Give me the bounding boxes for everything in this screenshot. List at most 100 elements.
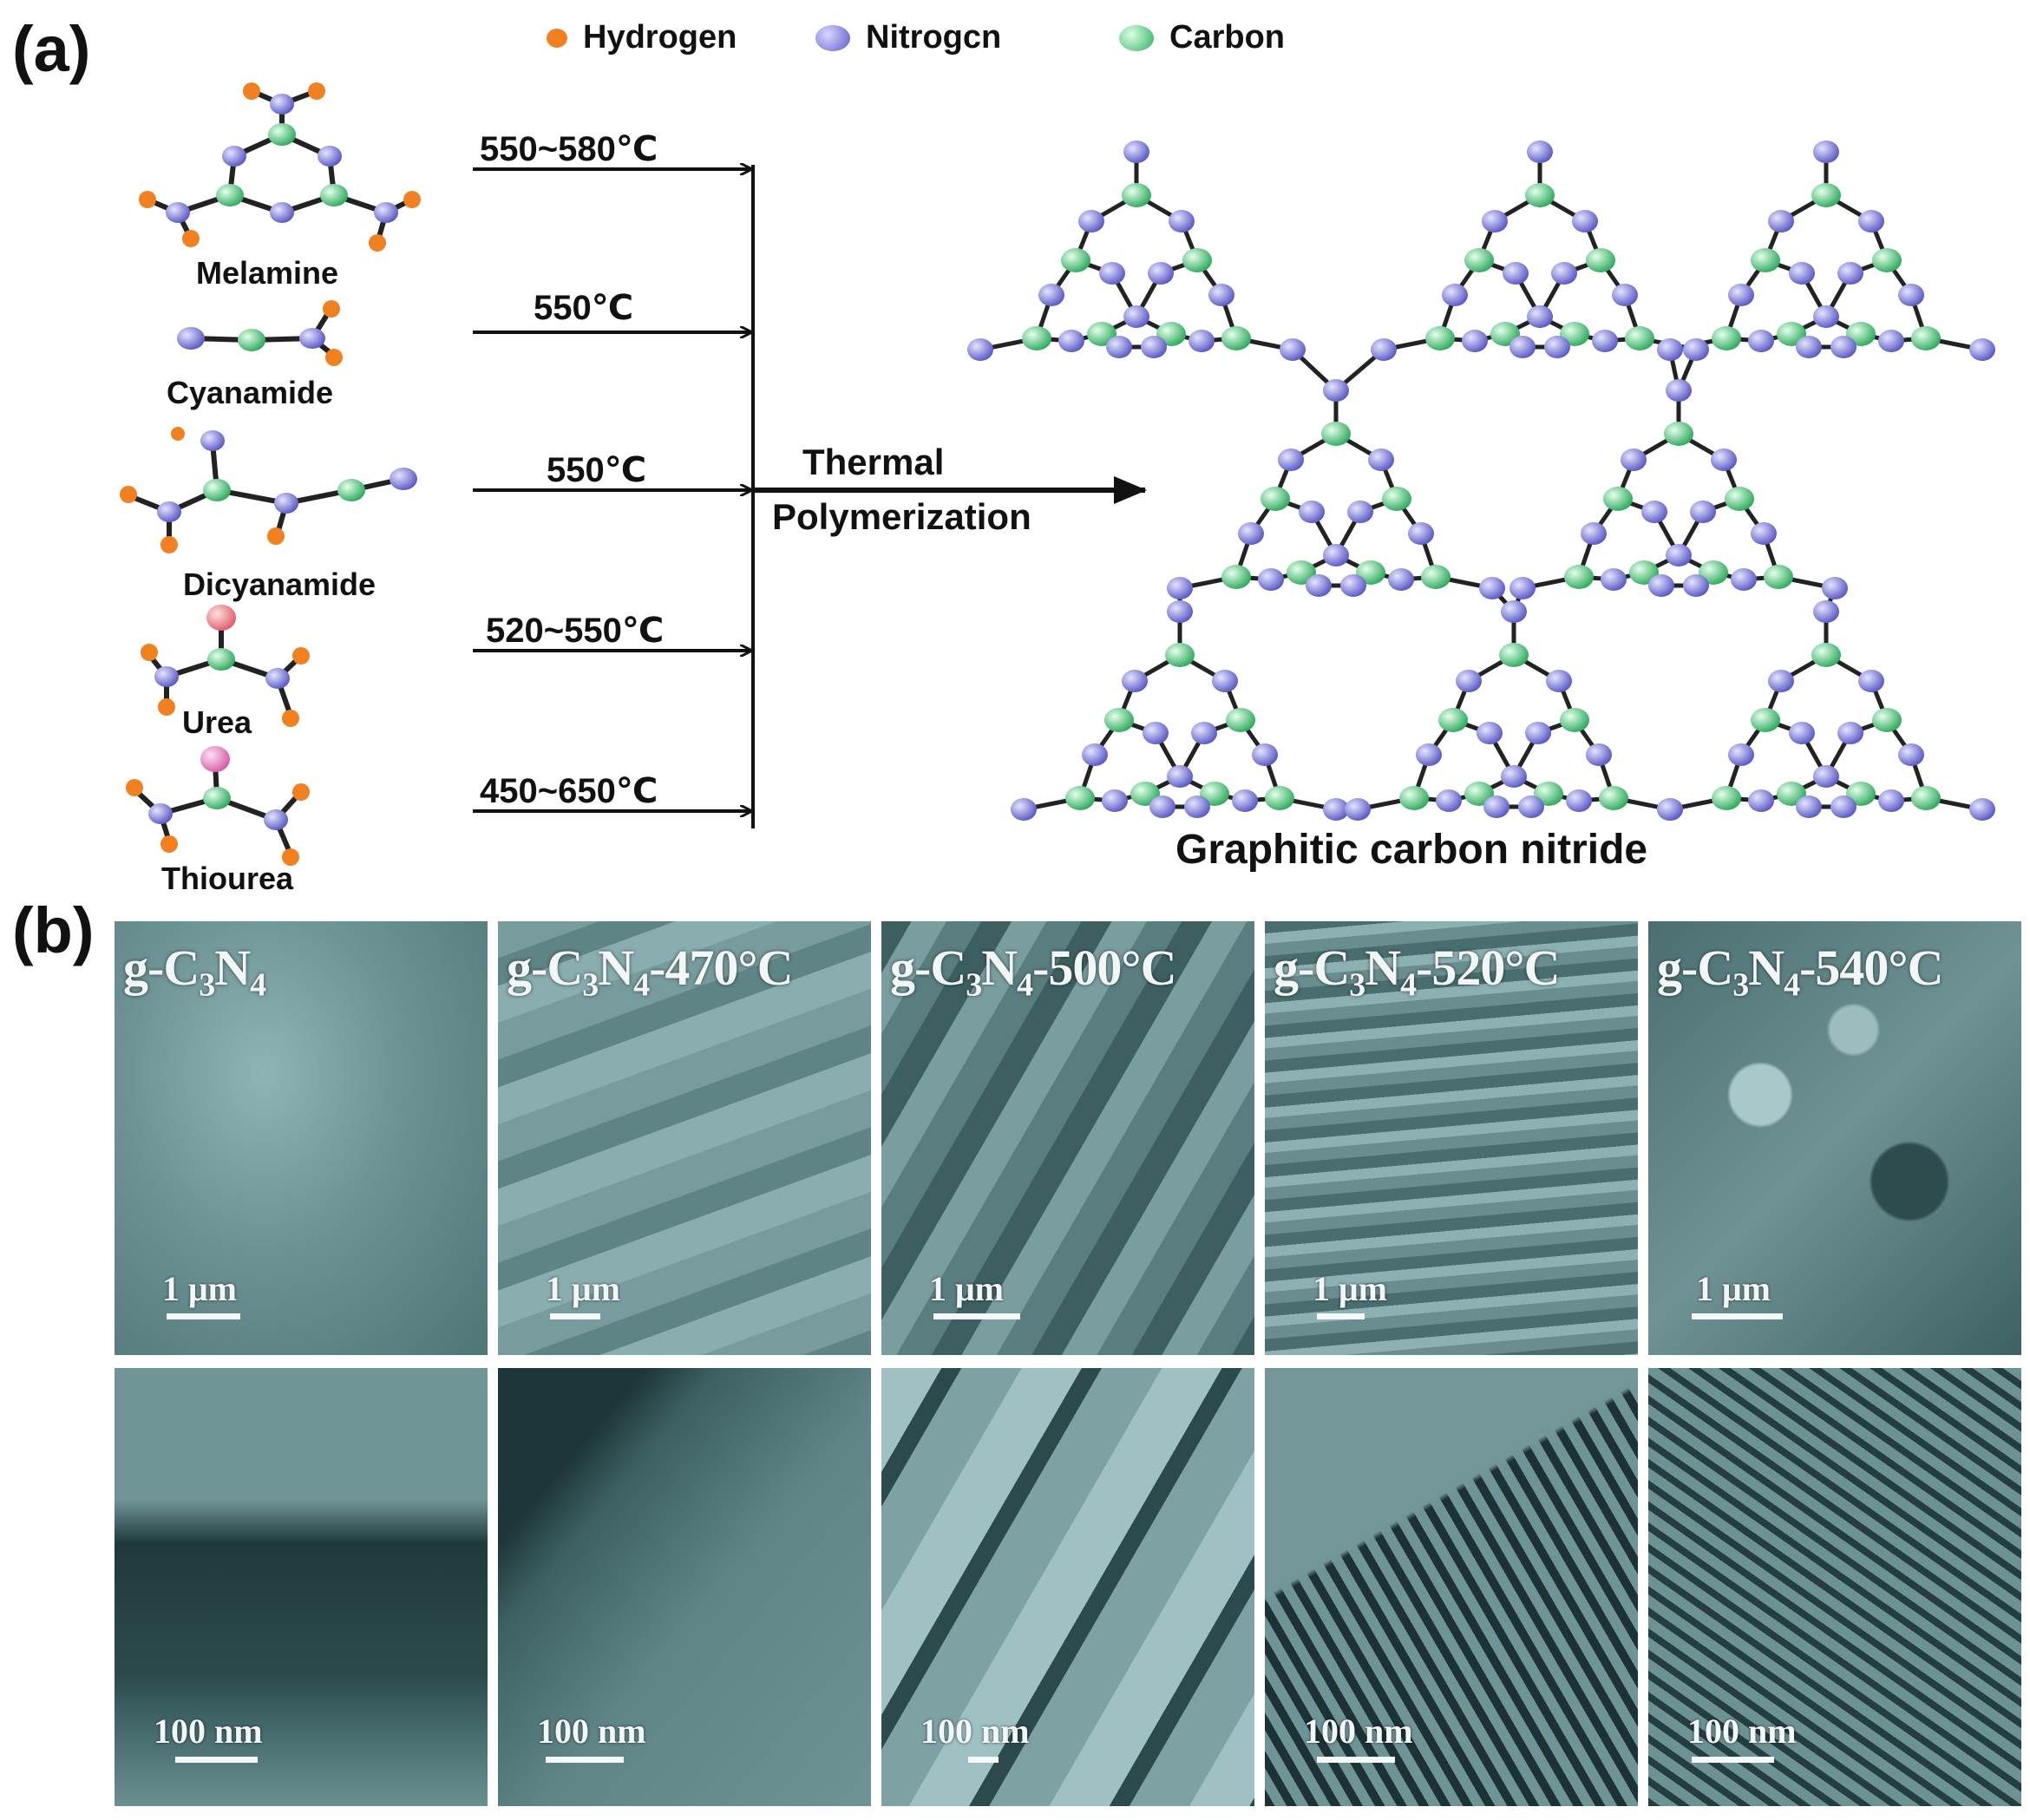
network-carbon-atom	[1265, 786, 1294, 810]
network-carbon-atom	[1712, 326, 1741, 350]
network-nitrogen-atom	[1813, 305, 1839, 328]
nitrogen-dot	[815, 24, 850, 51]
network-nitrogen-atom	[1169, 210, 1195, 232]
precursor-cyanamide: Cyanamide	[167, 375, 333, 410]
temp-cyanamide: 550℃	[534, 289, 633, 327]
scale-label: 100 nm	[920, 1712, 1030, 1751]
network-nitrogen-atom	[1837, 722, 1863, 744]
legend-hydrogen: Hydrogen	[547, 19, 737, 56]
network-nitrogen-atom	[1796, 336, 1822, 358]
network-nitrogen-atom	[1482, 210, 1508, 232]
network-nitrogen-atom	[1278, 448, 1304, 471]
network-nitrogen-atom	[1731, 568, 1757, 591]
sem-image-1: g-C3N4 1 μm	[113, 920, 489, 1357]
network-nitrogen-atom	[1167, 600, 1193, 623]
network-nitrogen-atom	[1572, 210, 1598, 232]
tem-image-4: 100 nm	[1263, 1366, 1640, 1808]
network-carbon-atom	[1525, 183, 1555, 207]
network-nitrogen-atom	[1509, 336, 1536, 358]
network-nitrogen-atom	[1822, 577, 1848, 599]
network-nitrogen-atom	[1011, 798, 1037, 821]
network-nitrogen-atom	[1858, 670, 1884, 692]
temp-melamine: 550~580℃	[480, 130, 658, 168]
network-nitrogen-atom	[1442, 284, 1468, 306]
network-nitrogen-atom	[1462, 330, 1488, 352]
network-nitrogen-atom	[1748, 330, 1774, 352]
network-nitrogen-atom	[1184, 795, 1210, 818]
scale-label: 100 nm	[537, 1712, 646, 1751]
network-carbon-atom	[1664, 422, 1693, 446]
network-nitrogen-atom	[1258, 568, 1284, 591]
network-carbon-atom	[1321, 422, 1351, 446]
network-nitrogen-atom	[1148, 262, 1174, 285]
network-nitrogen-atom	[1898, 284, 1924, 306]
network-nitrogen-atom	[1408, 522, 1434, 545]
network-carbon-atom	[1911, 326, 1941, 350]
scale-bar	[546, 1757, 624, 1763]
network-nitrogen-atom	[1525, 722, 1551, 744]
scale-bar	[1692, 1313, 1783, 1319]
network-nitrogen-atom	[1878, 330, 1904, 352]
sample-label: g-C3N4-500°C	[890, 939, 1177, 1004]
network-carbon-atom	[1221, 565, 1251, 589]
network-nitrogen-atom	[1299, 501, 1325, 523]
network-nitrogen-atom	[1878, 789, 1904, 812]
network-nitrogen-atom	[1371, 338, 1397, 361]
dicyanamide-atoms	[120, 427, 417, 553]
scale-label: 1 μm	[546, 1269, 620, 1308]
network-carbon-atom	[1811, 643, 1841, 667]
network-nitrogen-atom	[1323, 544, 1349, 566]
network-nitrogen-atom	[1527, 141, 1553, 163]
tem-image-2: 100 nm	[496, 1366, 873, 1808]
network-nitrogen-atom	[1683, 574, 1709, 597]
sample-label: g-C3N4	[123, 939, 266, 1004]
network-nitrogen-atom	[1058, 330, 1084, 352]
network-nitrogen-atom	[1106, 336, 1132, 358]
sem-image-5: g-C3N4-540°C 1 μm	[1647, 920, 2023, 1357]
network-nitrogen-atom	[1082, 743, 1108, 766]
network-nitrogen-atom	[1813, 600, 1839, 623]
network-nitrogen-atom	[1479, 577, 1505, 599]
network-carbon-atom	[1586, 248, 1615, 272]
network-nitrogen-atom	[1728, 284, 1754, 306]
tem-image-1: 100 nm	[113, 1366, 489, 1808]
scale-label: 1 μm	[162, 1269, 237, 1308]
precursor-dicyanamide: Dicyanamide	[183, 566, 376, 602]
network-carbon-atom	[1625, 326, 1654, 350]
network-carbon-atom	[1764, 565, 1793, 589]
legend-hydrogen-label: Hydrogen	[583, 19, 737, 56]
network-carbon-atom	[1261, 487, 1290, 511]
network-nitrogen-atom	[1813, 141, 1839, 163]
network-nitrogen-atom	[1509, 577, 1536, 599]
sem-image-4: g-C3N4-520°C 1 μm	[1263, 920, 1640, 1357]
network-nitrogen-atom	[1143, 722, 1169, 744]
network-carbon-atom	[1603, 487, 1633, 511]
network-nitrogen-atom	[1503, 262, 1529, 285]
network-nitrogen-atom	[1837, 262, 1863, 285]
network-carbon-atom	[1399, 786, 1429, 810]
network-nitrogen-atom	[1232, 789, 1258, 812]
network-carbon-atom	[1599, 786, 1628, 810]
network-carbon-atom	[1438, 708, 1468, 732]
network-nitrogen-atom	[1648, 574, 1674, 597]
network-nitrogen-atom	[1581, 522, 1607, 545]
network-nitrogen-atom	[1858, 210, 1884, 232]
network-nitrogen-atom	[1191, 722, 1217, 744]
scale-bar	[968, 1757, 999, 1763]
network-nitrogen-atom	[1768, 670, 1794, 692]
network-carbon-atom	[1122, 183, 1151, 207]
precursor-melamine: Melamine	[196, 255, 338, 291]
network-nitrogen-atom	[1711, 448, 1737, 471]
process-line-1: Thermal	[802, 442, 944, 482]
network-carbon-atom	[1560, 708, 1589, 732]
network-nitrogen-atom	[1208, 284, 1234, 306]
network-carbon-atom	[1165, 643, 1195, 667]
network-nitrogen-atom	[1501, 600, 1527, 623]
network-nitrogen-atom	[1796, 795, 1822, 818]
network-nitrogen-atom	[1123, 305, 1149, 328]
network-nitrogen-atom	[1768, 210, 1794, 232]
network-nitrogen-atom	[1566, 789, 1592, 812]
network-nitrogen-atom	[1969, 798, 1995, 821]
temp-thiourea: 450~650℃	[480, 772, 658, 810]
network-nitrogen-atom	[1728, 743, 1754, 766]
